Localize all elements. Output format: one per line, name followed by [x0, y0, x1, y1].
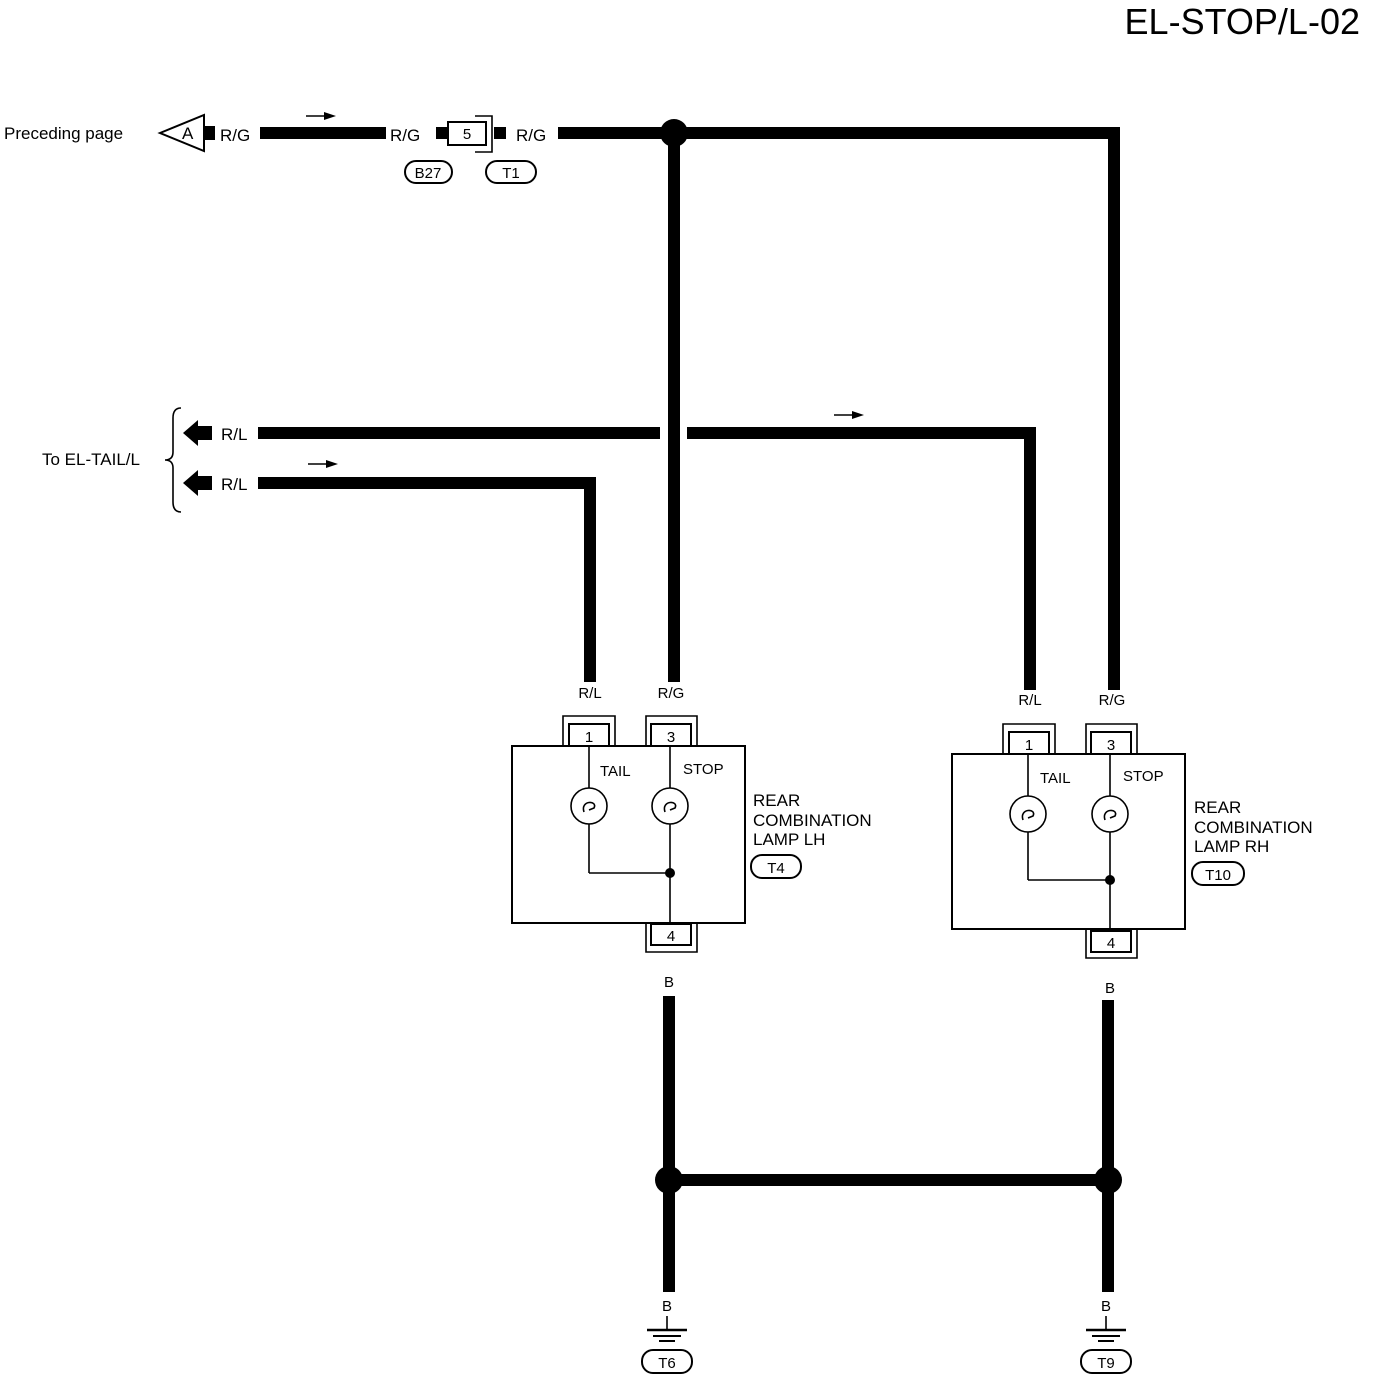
lh-tail-wire-color: R/L	[578, 685, 601, 702]
preceding-wire-color: R/G	[220, 126, 250, 145]
connector-id-t4[interactable]	[750, 854, 802, 879]
jc-left-wire-color: R/G	[390, 126, 420, 145]
splice-b-rh	[1094, 1166, 1122, 1194]
to-tail-label: To EL-TAIL/L	[42, 450, 140, 469]
connector-id-t4-text: T4	[767, 860, 785, 877]
lh-pin1: 1	[585, 729, 593, 746]
connector-id-t10[interactable]	[1191, 861, 1245, 886]
arrow-to-tail-lower[interactable]	[183, 470, 198, 496]
lh-name-line-2: COMBINATION	[753, 811, 872, 830]
rh-pin1-bracket	[1002, 723, 1056, 754]
connector-id-t6-text: T6	[658, 1355, 676, 1372]
rear-combination-lamp-rh[interactable]: R/L R/G 1 3 TAIL STOP 4 REAR COMBINATION…	[951, 692, 1313, 959]
rh-ground-wire-color: B	[1105, 980, 1115, 997]
rh-pin4: 4	[1107, 935, 1115, 952]
connector-a-terminal	[205, 126, 215, 140]
ground-t6-wire-color: B	[662, 1298, 672, 1315]
rh-stop-label: STOP	[1123, 768, 1164, 785]
rh-pin1: 1	[1025, 737, 1033, 754]
jc-pin-box[interactable]	[447, 121, 487, 146]
wire-rl-to-rh-tail-cont[interactable]	[687, 427, 1036, 690]
arrow-to-tail-lower-shaft	[196, 476, 212, 490]
lh-pin4: 4	[667, 928, 675, 945]
jc-bracket	[475, 115, 493, 153]
connector-id-b27-text: B27	[415, 165, 442, 182]
lh-stop-wire-color: R/G	[658, 685, 685, 702]
lh-name-line-3: LAMP LH	[753, 830, 825, 849]
connector-id-t9-text: T9	[1097, 1355, 1115, 1372]
lh-stop-label: STOP	[683, 761, 724, 778]
jc-right-terminal	[494, 127, 506, 139]
rh-pin4-box[interactable]	[1090, 930, 1132, 953]
rh-lamp-body	[951, 753, 1186, 930]
jc-pin: 5	[463, 126, 471, 143]
rh-pin3: 3	[1107, 737, 1115, 754]
wire-rl-to-lh-tail[interactable]	[258, 477, 596, 682]
ground-t9-wire-color: B	[1101, 1298, 1111, 1315]
arrow-to-tail-upper-shaft	[196, 426, 212, 440]
current-flow-arrow-3	[308, 460, 338, 468]
preceding-page-label: Preceding page	[4, 124, 123, 143]
lh-pin3-bracket	[645, 715, 698, 746]
rh-stop-wire-color: R/G	[1099, 692, 1126, 709]
rh-pin4-bracket	[1085, 929, 1138, 959]
lh-pin4-box[interactable]	[650, 923, 692, 946]
lh-name-line-1: REAR	[753, 791, 800, 810]
rh-pin3-bracket	[1085, 723, 1138, 754]
ground-t6-icon	[647, 1316, 687, 1342]
connector-id-b27[interactable]	[404, 160, 453, 184]
connector-a-letter: A	[182, 124, 194, 143]
to-tail-brace	[164, 407, 182, 513]
arrow-to-tail-upper[interactable]	[183, 420, 198, 446]
splice-b-lh	[655, 1166, 683, 1194]
current-flow-arrow-1	[306, 112, 336, 120]
rh-name-line-3: LAMP RH	[1194, 837, 1269, 856]
rh-name-line-1: REAR	[1194, 798, 1241, 817]
connector-id-t1[interactable]	[485, 160, 537, 184]
connector-id-t1-text: T1	[502, 165, 520, 182]
tail-lower-wire-color: R/L	[221, 475, 247, 494]
connector-id-t10-text: T10	[1205, 867, 1231, 884]
connector-a-arrow[interactable]	[157, 113, 205, 153]
connector-id-t9[interactable]	[1080, 1349, 1132, 1374]
lh-pin3: 3	[667, 729, 675, 746]
rh-name-line-2: COMBINATION	[1194, 818, 1313, 837]
lh-pin3-box[interactable]	[650, 723, 692, 747]
lh-pin1-bracket	[562, 715, 616, 746]
rh-tail-wire-color: R/L	[1018, 692, 1041, 709]
rear-combination-lamp-lh[interactable]: R/L R/G 1 3 TAIL STOP 4 REAR COMBINATION…	[511, 685, 872, 953]
lh-pin4-bracket	[645, 923, 698, 953]
lh-ground-wire-color: B	[664, 974, 674, 991]
jc-right-wire-color: R/G	[516, 126, 546, 145]
page-code: EL-STOP/L-02	[1125, 1, 1360, 42]
connector-id-t6[interactable]	[641, 1349, 693, 1374]
lh-internal-splice	[665, 868, 675, 878]
lh-tail-label: TAIL	[600, 763, 631, 780]
lh-lamp-body	[511, 745, 746, 924]
current-flow-arrow-2	[834, 411, 864, 419]
rh-tail-label: TAIL	[1040, 770, 1071, 787]
tail-upper-wire-color: R/L	[221, 425, 247, 444]
rh-pin3-box[interactable]	[1090, 731, 1132, 755]
rh-pin1-box[interactable]	[1008, 731, 1050, 755]
ground-t9-icon	[1086, 1316, 1126, 1342]
jc-left-terminal	[436, 127, 448, 139]
rh-internal-splice	[1105, 875, 1115, 885]
